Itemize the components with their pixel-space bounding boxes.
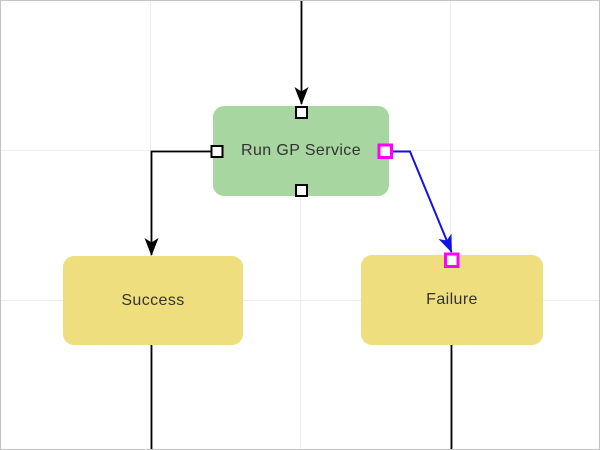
gridline-vertical-3 [450, 1, 451, 449]
node-run-gp-service[interactable]: Run GP Service [213, 106, 389, 196]
node-run-gp-service-label: Run GP Service [240, 142, 362, 159]
node-success[interactable]: Success [63, 256, 243, 345]
node-failure-label: Failure [426, 291, 478, 308]
gridline-horizontal-2 [1, 300, 599, 301]
node-success-label: Success [121, 291, 185, 309]
handle-failure-top-selected[interactable] [444, 252, 460, 268]
handle-run-gp-service-top[interactable] [295, 106, 308, 119]
node-failure[interactable]: Failure [361, 255, 543, 345]
gridline-vertical-2 [300, 1, 301, 449]
handle-run-gp-service-bottom[interactable] [295, 184, 308, 197]
handle-run-gp-service-right-selected[interactable] [377, 143, 393, 159]
gridline-vertical-1 [150, 1, 151, 449]
handle-run-gp-service-left[interactable] [210, 145, 224, 158]
edge-run-gp-service-to-success[interactable] [144, 150, 213, 256]
edge-run-gp-service-to-failure[interactable] [391, 150, 453, 253]
